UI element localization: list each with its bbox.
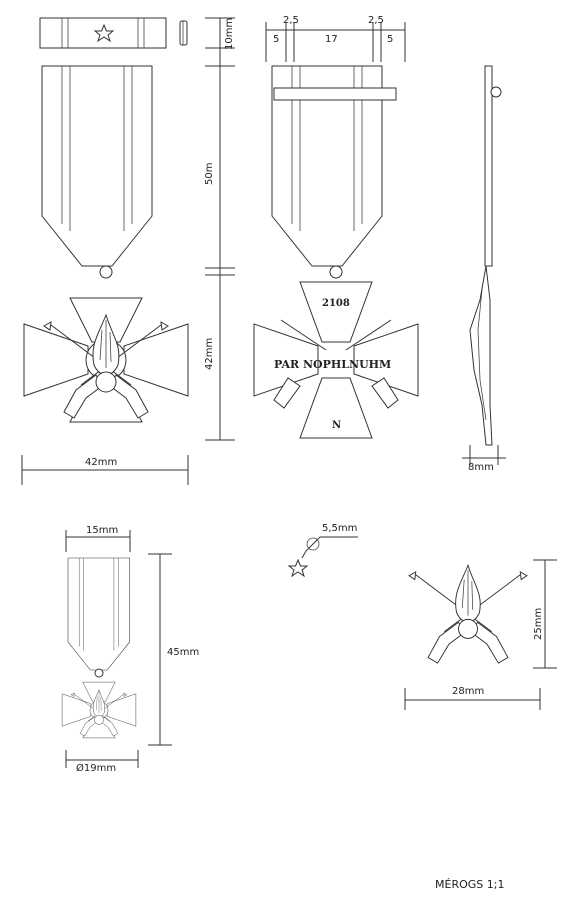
pin-bar [273,87,397,101]
cross-height-label: 42mm [204,338,215,370]
dim-5-left-label: 5 [273,34,279,45]
star-detail: 5,5mm [287,523,358,578]
dim-2-5-left-label: 2,5 [283,15,299,26]
front-view [23,17,189,423]
miniature-view: 15mm 45mm Ø19mm [61,525,199,774]
cross-width-dimension: 42mm [21,455,189,485]
star-diameter-label: 5,5mm [322,523,357,534]
reverse-top-text: 2108 [322,298,350,309]
star-icon [287,558,309,578]
reverse-bottom-text: N [332,420,341,431]
dim-17-label: 17 [325,34,338,45]
ribbon-bar-height-label: 10mm [224,18,235,50]
cross-width-label: 42mm [85,457,117,468]
reverse-center-text: PAR NOPHLNUHM [274,358,391,371]
star-icon [93,23,115,43]
height-dimensions: 10mm 50m 42mm [204,17,235,441]
emblem-height-label: 25mm [533,608,544,640]
ribbon-length-label: 50m [204,163,215,185]
mini-height-label: 45mm [167,647,199,658]
mini-diameter-label: Ø19mm [76,762,116,774]
emblem-width-label: 28mm [452,686,484,697]
emblem-detail: 25mm 28mm [404,559,557,710]
back-view: 2,5 5 17 2,5 5 2108 PAR NOPHLNUHM N [253,15,419,439]
scale-note: MÉROGS 1;1 [435,878,504,891]
dim-2-5-right-label: 2,5 [368,15,384,26]
side-thickness-label: 8mm [468,462,494,473]
dim-5-right-label: 5 [387,34,393,45]
side-view: 8mm [462,65,506,473]
mini-ribbon-width-label: 15mm [86,525,118,536]
